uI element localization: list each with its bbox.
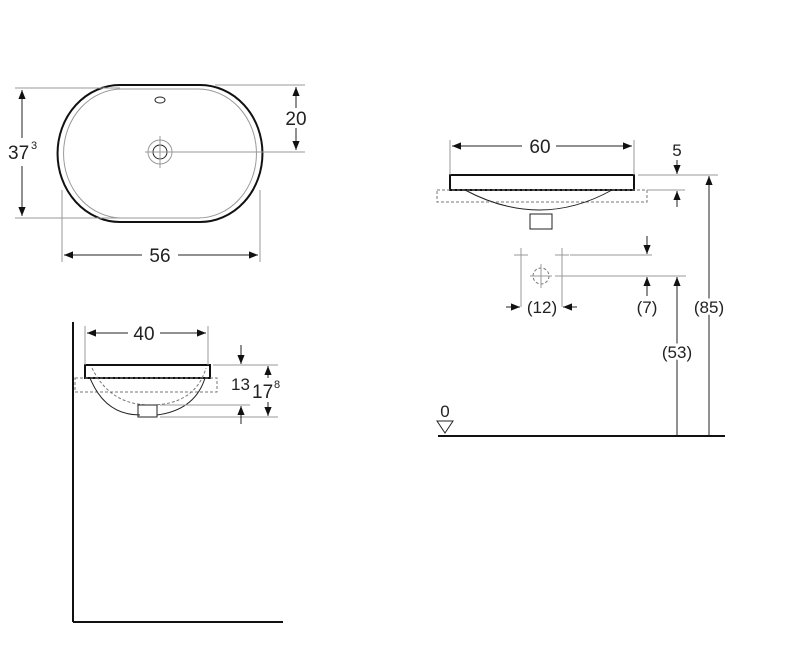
rim <box>449 174 635 191</box>
dim-rise: (7) <box>637 298 658 317</box>
level-triangle-icon <box>436 420 454 434</box>
dim-width: 56 <box>149 246 170 267</box>
dim-drain-offset: 20 <box>285 109 306 130</box>
outlet <box>529 213 553 230</box>
dim-spacing: (12) <box>527 298 557 317</box>
basin-outline <box>56 84 264 223</box>
dim-depth-main: 37 <box>8 143 29 164</box>
side-view: 60 5 (7) (12) (53) (85) 0 <box>436 137 727 437</box>
dim-total-depth-sup: 8 <box>274 379 280 391</box>
dim-total-depth-main: 17 <box>252 382 273 403</box>
dim-side-width: 60 <box>529 137 550 158</box>
section-view: 40 13 17 8 <box>72 322 283 623</box>
top-view: 20 37 3 56 <box>8 84 307 267</box>
dim-rim: 5 <box>672 141 681 160</box>
dim-inner-depth: 13 <box>231 375 250 394</box>
dim-total-height: (85) <box>694 298 724 317</box>
dim-drain-height: (53) <box>662 343 692 362</box>
dim-depth-sup: 3 <box>31 140 37 152</box>
floor-level: 0 <box>440 402 449 421</box>
overflow-hole <box>154 96 166 104</box>
dim-section-width: 40 <box>133 324 154 345</box>
